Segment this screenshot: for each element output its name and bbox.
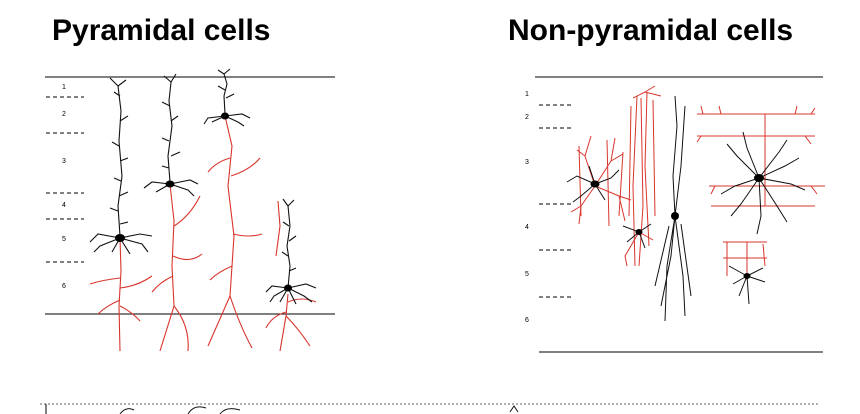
pyramidal-neuron-layer2 <box>203 68 263 349</box>
layer-label: 1 <box>525 91 529 98</box>
layer-boundaries <box>539 104 573 298</box>
basket-cell <box>566 135 632 227</box>
pyramidal-neuron-layer6 <box>265 198 317 352</box>
dendrites <box>203 68 251 127</box>
axon <box>723 241 767 280</box>
pyramidal-neuron-layer3 <box>143 73 203 352</box>
soma <box>115 234 125 242</box>
cropped-strip-drawing <box>40 403 820 414</box>
axon <box>628 85 662 267</box>
layer-label: 6 <box>525 317 529 324</box>
pyramidal-cells-panel: 1 2 3 4 5 6 <box>40 66 350 366</box>
soma <box>635 229 643 235</box>
dendrites <box>89 77 153 255</box>
non-pyramidal-cells-panel: 1 2 3 4 5 6 <box>515 66 835 366</box>
soma <box>221 112 229 120</box>
dendrites <box>143 73 199 197</box>
layer-label: 2 <box>62 111 66 118</box>
layer-label: 2 <box>525 114 529 121</box>
non-pyramidal-cells-title: Non-pyramidal cells <box>508 14 794 47</box>
soma <box>754 174 764 182</box>
layer-label: 3 <box>525 159 529 166</box>
pyramidal-cells-title: Pyramidal cells <box>52 14 271 47</box>
soma <box>590 180 600 188</box>
double-bouquet-cell <box>628 85 692 322</box>
axon <box>207 115 263 349</box>
soma <box>165 180 175 188</box>
dendrites <box>654 95 692 322</box>
layer-label: 4 <box>525 224 529 231</box>
dendrites <box>720 131 806 235</box>
non-pyramidal-cells-drawing: 1 2 3 4 5 6 <box>525 76 825 353</box>
layer-label: 1 <box>62 84 66 91</box>
layer-label: 4 <box>62 202 66 209</box>
soma <box>284 284 292 292</box>
axon <box>696 105 825 207</box>
dendrites <box>566 165 620 203</box>
axon <box>89 237 153 352</box>
layer-boundaries <box>46 96 84 263</box>
axon <box>265 200 317 352</box>
large-basket-cell <box>696 105 825 235</box>
axon <box>151 183 203 352</box>
dendrites <box>622 223 652 249</box>
dendrites <box>728 265 766 305</box>
layer-label: 5 <box>525 271 529 278</box>
pyramidal-neuron-layer5 <box>89 77 153 352</box>
layer-label: 6 <box>62 283 66 290</box>
soma <box>671 212 679 220</box>
chandelier-cell <box>723 241 767 305</box>
dendrites <box>265 198 317 305</box>
soma <box>743 273 751 279</box>
small-multipolar-cell <box>622 223 654 267</box>
cropped-figure-strip <box>40 398 820 414</box>
layer-label: 3 <box>62 158 66 165</box>
pyramidal-cells-drawing: 1 2 3 4 5 6 <box>45 68 335 352</box>
axon <box>570 135 632 227</box>
layer-label: 5 <box>62 236 66 243</box>
